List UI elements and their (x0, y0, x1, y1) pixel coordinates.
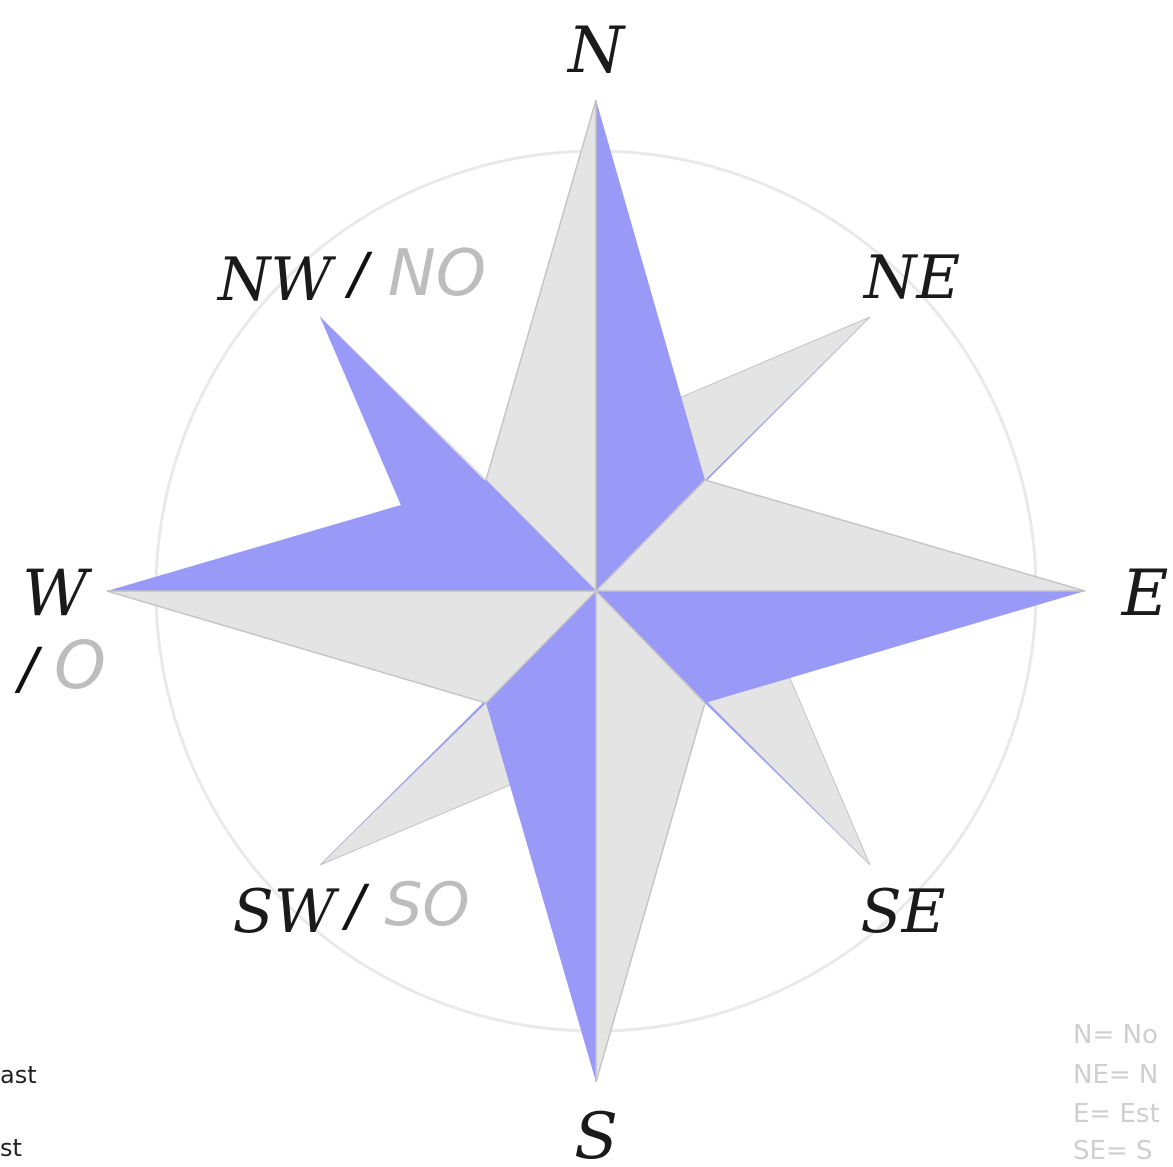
legend-right-line: SE= S (1073, 1136, 1153, 1166)
label-southwest-slash: / (341, 874, 370, 939)
legend-left-line: st (0, 1134, 22, 1162)
label-west: W (22, 557, 93, 631)
label-east: E (1121, 557, 1169, 631)
legend-right-line: E= Est (1073, 1099, 1160, 1129)
legend-right-line: NE= N (1073, 1060, 1158, 1090)
label-northwest-alt: NO (388, 237, 486, 311)
label-northwest: NW (216, 245, 337, 315)
label-north: N (566, 14, 626, 88)
label-northeast: NE (862, 243, 960, 313)
label-west-alt: O (54, 627, 106, 704)
legend-right: N= No NE= N E= Est SE= S (1073, 1020, 1160, 1166)
label-southwest-alt: SO (384, 870, 469, 940)
label-southeast: SE (861, 877, 946, 947)
label-west-slash: / (14, 637, 43, 702)
label-northwest-slash: / (344, 242, 373, 307)
label-south: S (574, 1100, 618, 1167)
legend-left: ast st (0, 1061, 37, 1162)
label-southwest: SW (233, 877, 340, 947)
legend-left-line: ast (0, 1061, 37, 1089)
legend-right-line: N= No (1073, 1020, 1158, 1050)
